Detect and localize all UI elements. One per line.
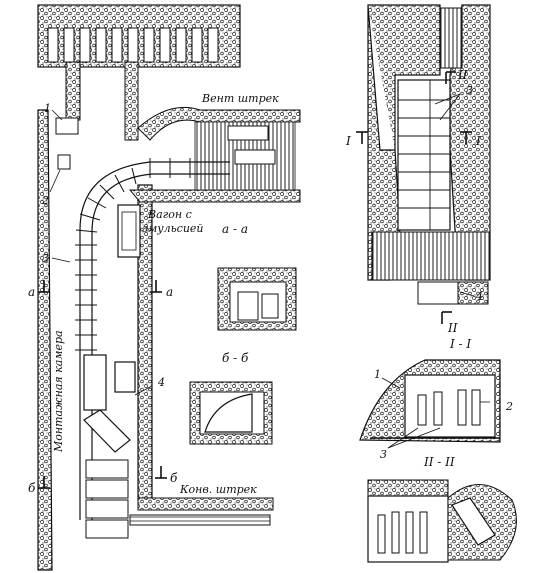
vent-drift-rock-bottom [128,189,301,203]
face-plan-supports [397,79,451,231]
powered-support-unit-2 [114,361,136,393]
face-plan-top-blocks [439,7,463,69]
section-II-II-machine [451,497,496,546]
conveyor-belt [129,514,271,526]
section-II-II-roof [367,479,449,497]
section-I-I-props [417,389,481,426]
section-I-I-leaders [381,377,490,449]
item-2-box [57,154,71,170]
vent-drift-equipment [227,125,269,141]
item-1-box [55,117,79,135]
label-4: 4 [157,376,165,389]
rail-sleepers [75,158,191,351]
label-2: 2 [41,194,49,207]
cut-line-a-a [38,280,162,293]
cut-a-left-label: а [28,285,35,299]
conv-drift-rock [137,497,274,511]
cut-b-right-label: б [170,471,178,485]
label-3-upper: 3 [466,84,473,97]
section-b-b-machine [204,393,253,433]
section-a-a: а - а [217,222,297,331]
chamber-upper-right-rock [124,61,139,141]
wagon-label-line2: эмульсией [142,222,204,235]
label-3: 3 [42,252,49,265]
section-a-a-frame [237,291,259,321]
section-b-b-opening [199,391,265,435]
face-plan-view: I I II II 3 4 I - I [345,4,491,351]
cut-line-I-I [356,131,472,144]
mounting-chamber-label: Монтажная камера [52,330,65,453]
plan-view: Вент штрек Вагон с эмульсией Монтажная к… [28,4,301,571]
cut-I-left-label: I [345,134,351,148]
section-II-II [367,479,517,563]
cut-I-right-label: I [475,134,481,148]
face-plan-bottom-rock [457,281,489,305]
section-b-b: б - б [189,351,273,445]
conv-drift-label: Конв. штрек [179,483,257,496]
chamber-upper-left-rock [65,61,81,121]
section-I-I: 1 2 3 II - II [359,359,513,469]
section-II-II-title: II - II [423,455,455,469]
face-plan-leaders [434,93,475,297]
section-a-a-wagon [261,293,279,319]
vent-drift-equipment-2 [234,149,276,165]
emulsion-wagon [117,204,141,258]
vent-drift-label: Вент штрек [201,92,279,105]
label-2-section: 2 [505,400,513,413]
timber-posts-row [47,27,219,63]
cut-b-left-label: б [28,481,36,495]
vent-drift-rock-top [137,106,301,141]
face-plan-bottom-drift [417,281,459,305]
emulsion-wagon-inner [121,211,137,251]
face-plan-bottom-boards [371,231,491,281]
cut-II-bottom-label: II [447,321,458,335]
cut-line-II-II [441,71,456,324]
shearer-machine [83,409,131,453]
mounting-chamber-left-wall [37,109,53,571]
cut-line-b-b [38,466,167,489]
label-3-section: 3 [380,448,387,461]
cut-a-right-label: а [166,285,173,299]
support-sections-stack [85,459,129,539]
section-b-b-title: б - б [222,351,249,365]
label-1-section: 1 [374,368,381,381]
powered-support-unit [83,354,107,411]
cut-II-top-label: II [457,68,468,82]
label-4-lower: 4 [475,290,483,303]
section-II-II-props [377,511,428,554]
section-a-a-title: а - а [222,222,248,236]
section-I-I-title: I - I [449,337,471,351]
leader-lines [49,109,153,396]
wagon-label-line1: Вагон с [147,208,192,221]
label-1: 1 [44,102,51,115]
